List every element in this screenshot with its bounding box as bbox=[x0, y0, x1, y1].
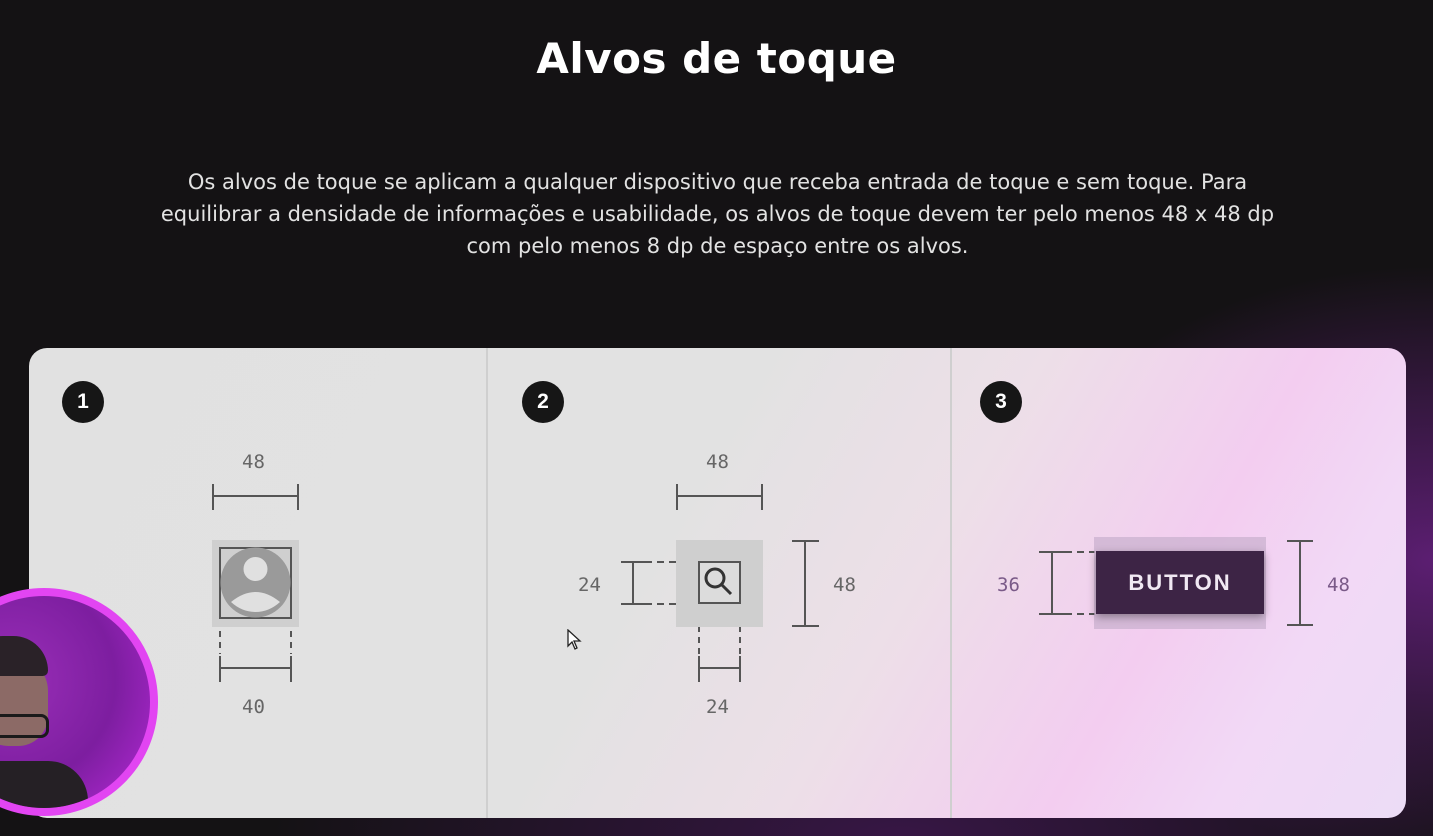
dimension-label: 36 bbox=[997, 574, 1020, 596]
panel-divider bbox=[486, 348, 488, 818]
dimension-label: 48 bbox=[706, 451, 729, 473]
dimension-label: 48 bbox=[833, 574, 856, 596]
account-circle-icon bbox=[220, 547, 291, 618]
search-icon bbox=[704, 567, 733, 596]
slide-title: Alvos de toque bbox=[536, 34, 897, 83]
touch-target-illustration: 1 2 3 bbox=[29, 348, 1406, 818]
dimension-label: 24 bbox=[578, 574, 601, 596]
measurement-lines bbox=[212, 484, 1313, 682]
example-number-badge: 3 bbox=[980, 381, 1022, 423]
dimension-label: 24 bbox=[706, 696, 729, 718]
example-number-badge: 2 bbox=[522, 381, 564, 423]
panel-divider bbox=[950, 348, 952, 818]
example-number-badge: 1 bbox=[62, 381, 104, 423]
slide-description: Os alvos de toque se aplicam a qualquer … bbox=[160, 170, 1275, 258]
dimension-label: 48 bbox=[242, 451, 265, 473]
sample-button[interactable]: BUTTON bbox=[1096, 551, 1264, 614]
dimension-label: 48 bbox=[1327, 574, 1350, 596]
dimension-label: 40 bbox=[242, 696, 265, 718]
mouse-cursor-icon bbox=[567, 629, 582, 650]
